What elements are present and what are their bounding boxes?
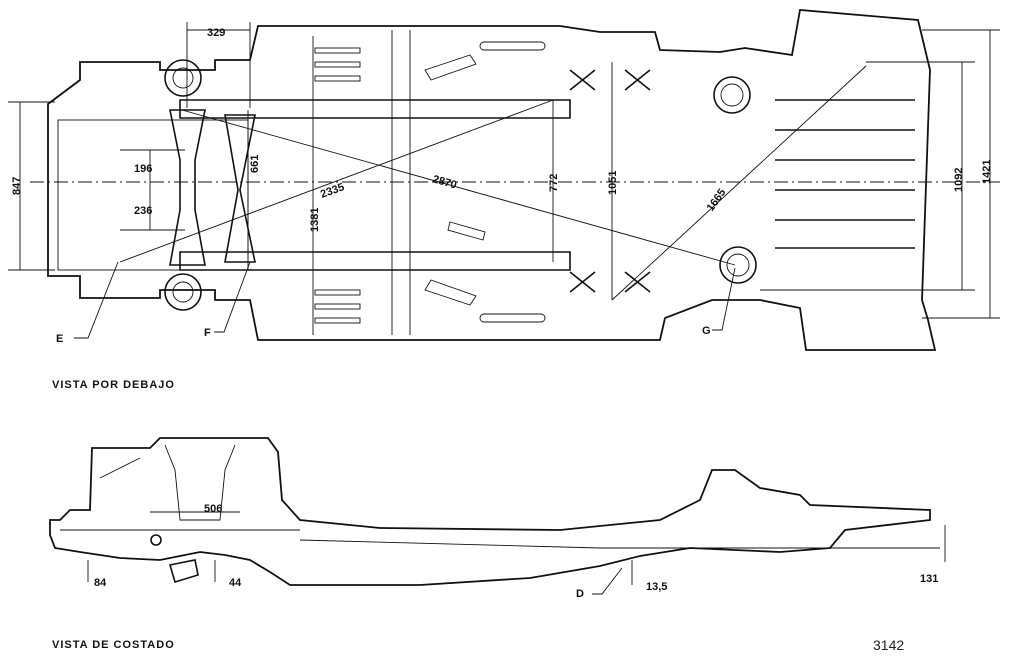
dim-1421: 1421 bbox=[981, 160, 993, 184]
dim-1051: 1051 bbox=[607, 171, 619, 195]
front-left-mount bbox=[164, 59, 202, 97]
dim-84: 84 bbox=[94, 577, 107, 589]
dim-196: 196 bbox=[134, 163, 152, 175]
side-view: 506 84 44 13,5 131 D VISTA DE COSTADO 31… bbox=[49, 437, 946, 653]
pillar bbox=[164, 444, 236, 521]
dim-329: 329 bbox=[207, 27, 225, 39]
figure-number: 3142 bbox=[873, 637, 904, 653]
dim-506: 506 bbox=[204, 503, 222, 515]
rear-left-mount bbox=[713, 76, 751, 114]
bottom-view: 329 847 196 236 661 1381 2335 2870 772 1… bbox=[8, 9, 1000, 391]
front-right-mount bbox=[164, 273, 202, 311]
rear-floor-ribs bbox=[775, 99, 915, 249]
tunnel bbox=[391, 30, 411, 335]
dim-661: 661 bbox=[249, 155, 261, 173]
caption-bottom-view: VISTA POR DEBAJO bbox=[52, 379, 175, 391]
dim-772: 772 bbox=[548, 174, 560, 192]
dim-236: 236 bbox=[134, 205, 152, 217]
side-mount bbox=[150, 534, 162, 546]
dim-1381: 1381 bbox=[309, 208, 321, 232]
point-G: G bbox=[702, 325, 711, 337]
floor-slots bbox=[314, 41, 546, 324]
point-E: E bbox=[56, 333, 63, 345]
dim-13-5: 13,5 bbox=[646, 581, 667, 593]
left-rail bbox=[179, 99, 571, 119]
caption-side-view: VISTA DE COSTADO bbox=[52, 639, 175, 651]
dim-847: 847 bbox=[11, 177, 23, 195]
dim-1092: 1092 bbox=[953, 168, 965, 192]
lower-bracket bbox=[168, 559, 199, 584]
dimension-lines bbox=[8, 22, 1000, 339]
point-D: D bbox=[576, 588, 584, 600]
dim-131: 131 bbox=[920, 573, 938, 585]
x-marks bbox=[569, 69, 651, 293]
front-crossbar bbox=[224, 114, 256, 263]
underbody-outline bbox=[47, 9, 937, 351]
right-rail bbox=[179, 251, 571, 271]
front-crossmember bbox=[169, 109, 206, 266]
point-F: F bbox=[204, 327, 211, 339]
rear-right-mount bbox=[719, 246, 757, 284]
dim-44: 44 bbox=[229, 577, 242, 589]
